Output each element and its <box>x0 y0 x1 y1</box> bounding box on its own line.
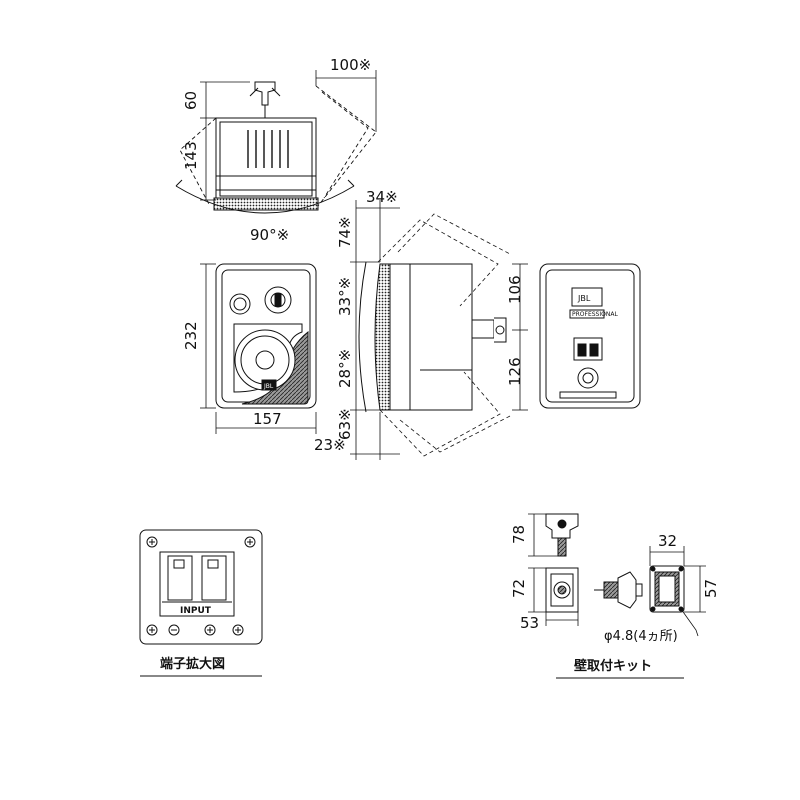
front-view-grille-shade <box>241 330 309 405</box>
top-view-angle-arc <box>175 185 355 214</box>
rear-view-logo-box <box>571 287 603 307</box>
side-view-dim-upper: 106 <box>506 275 524 304</box>
side-view-dim-top-depth: 34※ <box>366 188 398 206</box>
rear-view-badge: PROFESSIONAL <box>572 311 618 318</box>
wall-kit-bracket-profile <box>594 571 643 609</box>
side-view-tilt-arc <box>358 261 367 413</box>
wall-kit-caption: 壁取付キット <box>574 658 652 674</box>
wall-kit-bracket-side <box>545 513 579 557</box>
wall-kit <box>528 513 706 637</box>
terminal-detail <box>139 529 263 645</box>
top-view-dim-lines <box>200 70 377 201</box>
terminal-screws <box>146 536 256 636</box>
side-view-body <box>387 263 473 411</box>
side-view <box>350 200 528 460</box>
front-view-dim-width: 157 <box>253 410 282 428</box>
wall-kit-dim-mount-height: 57 <box>702 579 720 598</box>
side-view-dim-lines <box>350 200 528 460</box>
front-view-logo: JBL <box>263 383 274 390</box>
terminal-detail-caption: 端子拡大図 <box>160 656 225 672</box>
front-view <box>200 263 317 434</box>
rear-view-body <box>539 263 641 409</box>
side-view-dim-up-angle: 33°※ <box>336 277 354 316</box>
side-view-tilt-ghosts <box>377 213 511 457</box>
wall-kit-plate-front <box>545 567 579 613</box>
rear-view <box>539 263 641 409</box>
rear-view-logo: JBL <box>577 294 591 303</box>
side-view-bracket <box>471 319 495 339</box>
front-view-dim-height: 232 <box>182 321 200 350</box>
wall-kit-dim-bracket-height: 78 <box>510 525 528 544</box>
side-view-dim-bottom-depth: 23※ <box>314 436 346 454</box>
top-view-dim-angle: 90°※ <box>250 226 289 244</box>
top-view-dim-width: 100※ <box>330 56 371 74</box>
wall-kit-mount-plate <box>649 565 685 613</box>
side-view-dim-bottom-offset: 63※ <box>336 408 354 440</box>
side-view-grille <box>374 263 391 411</box>
top-view-bracket <box>249 81 281 118</box>
side-view-dim-top-offset: 74※ <box>336 216 354 248</box>
wall-kit-dim-lines <box>528 513 706 637</box>
front-view-logo-badge <box>261 379 277 391</box>
wall-kit-hole-note: φ4.8(4ヵ所) <box>604 629 678 644</box>
rear-view-mount-hole <box>577 367 599 389</box>
wall-kit-dim-mount-width: 32 <box>658 532 677 550</box>
front-view-dim-lines <box>200 263 317 434</box>
wall-kit-dim-plate-width: 53 <box>520 614 539 632</box>
top-view-swing <box>179 85 377 207</box>
terminal-panel-label: INPUT <box>180 606 212 616</box>
top-view <box>175 70 377 214</box>
top-view-dim-depth: 143 <box>182 141 200 170</box>
side-view-dim-down-angle: 28°※ <box>336 349 354 388</box>
side-view-dim-lower: 126 <box>506 357 524 386</box>
top-view-speaker <box>213 117 319 211</box>
top-view-vents <box>247 130 289 168</box>
top-view-dim-bracket: 60 <box>182 91 200 110</box>
wall-kit-dim-plate-height: 72 <box>510 579 528 598</box>
tweeter-port <box>229 293 251 315</box>
